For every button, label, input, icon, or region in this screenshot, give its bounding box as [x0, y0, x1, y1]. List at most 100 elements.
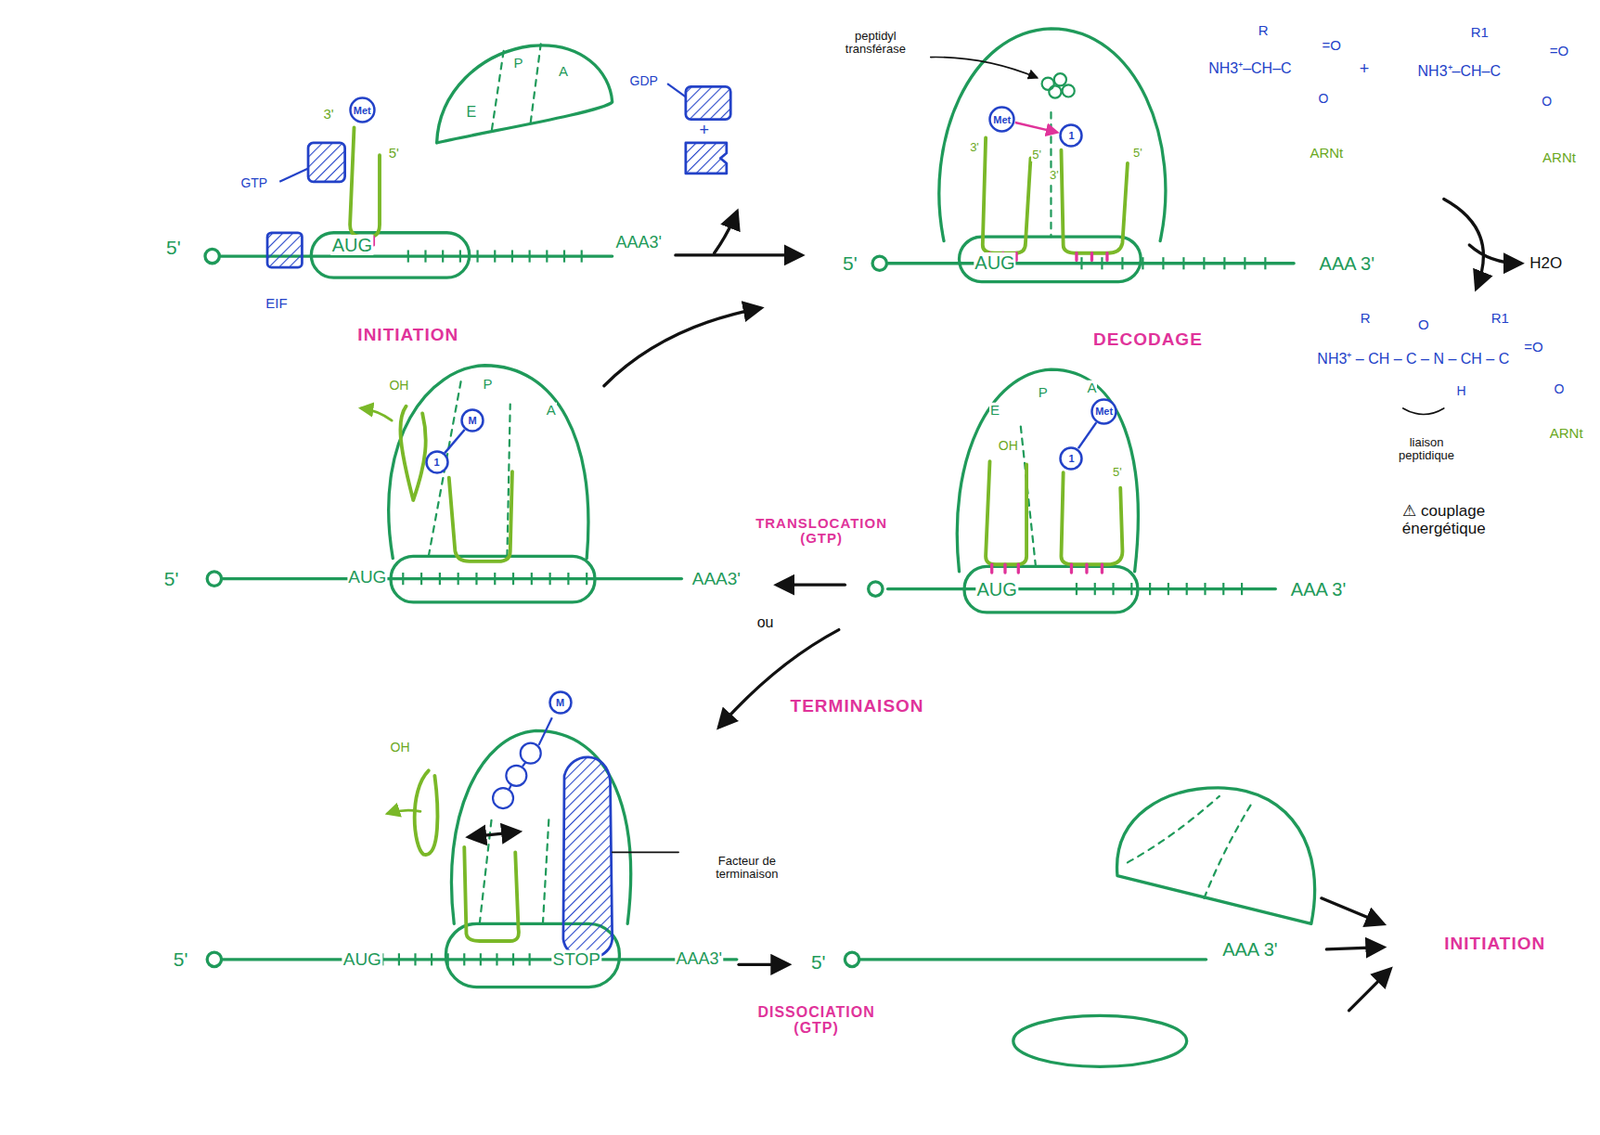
codon-tick	[1148, 582, 1151, 595]
codon-tick	[1080, 257, 1083, 270]
text-label: O	[1317, 91, 1330, 106]
amino-acid-circle: 1	[1058, 123, 1084, 148]
codon-tick	[567, 572, 569, 585]
codon-tick	[512, 953, 515, 966]
text-label: AAA3'	[674, 950, 723, 969]
amino-acid-label: 1	[1058, 452, 1084, 465]
amino-acid-circle: Met	[1090, 398, 1118, 426]
text-label: O	[1540, 94, 1553, 109]
text-label: +	[1358, 60, 1371, 79]
amino-acid-label: M	[548, 696, 573, 709]
codon-tick	[585, 572, 588, 585]
text-label: 3'	[322, 106, 335, 123]
text-label: A	[545, 402, 557, 419]
amino-acid-circle: 1	[425, 450, 450, 475]
codon-tick	[512, 572, 515, 585]
text-label: AUG	[347, 567, 388, 588]
peptide-bond	[1078, 422, 1097, 449]
codon-tick	[463, 953, 465, 966]
codon-tick	[1240, 582, 1243, 595]
text-label: 5'	[841, 252, 859, 274]
amino-acid-label: Met	[1090, 405, 1118, 417]
text-label: R1	[1470, 25, 1490, 41]
text-label: ARNt	[1308, 145, 1344, 162]
codon-tick	[1161, 257, 1164, 270]
text-label: P	[482, 375, 494, 392]
codon-tick	[493, 249, 496, 262]
codon-tick	[401, 572, 404, 585]
codon-tick	[549, 572, 552, 585]
text-label: E	[465, 103, 478, 121]
codon-tick	[493, 572, 496, 585]
text-label: NH3⁺ – CH – C – N – CH – C	[1316, 350, 1510, 368]
text-label: GTP	[239, 176, 269, 191]
text-label: OH	[387, 378, 410, 393]
text-label: AAA 3'	[1290, 579, 1347, 600]
text-label: 5'	[810, 952, 827, 974]
codon-tick	[424, 249, 426, 262]
codon-tick	[413, 953, 416, 966]
codon-tick	[1167, 582, 1170, 595]
amino-acid-circle: M	[460, 408, 485, 433]
text-label: R1	[1490, 310, 1510, 327]
codon-tick	[420, 572, 423, 585]
text-label: R	[1257, 23, 1270, 39]
codon-tick	[476, 249, 478, 262]
text-label: =O	[1321, 38, 1342, 54]
text-label: liaison peptidique	[1383, 436, 1470, 464]
codon-tick	[529, 953, 531, 966]
codon-tick	[407, 249, 410, 262]
amino-acid-label: 1	[1058, 129, 1084, 142]
codon-tick	[1111, 582, 1114, 595]
codon-tick	[563, 249, 566, 262]
text-label: 5'	[1111, 465, 1123, 479]
peptide-bond	[444, 429, 465, 453]
codon-tick	[1203, 582, 1206, 595]
text-label: DISSOCIATION (GTP)	[746, 1004, 888, 1037]
text-label: 5'	[172, 948, 190, 970]
text-label: Facteur de terminaison	[690, 854, 804, 882]
text-label: AUG	[342, 949, 383, 969]
codon-tick	[1121, 257, 1123, 270]
text-label: INITIATION	[1443, 934, 1547, 955]
codon-tick	[1243, 257, 1246, 270]
text-label: O	[1417, 316, 1431, 333]
codon-tick	[441, 249, 444, 262]
text-label: 5'	[387, 145, 400, 162]
codon-tick	[475, 572, 478, 585]
codon-tick	[511, 249, 514, 262]
text-label: 5'	[165, 237, 182, 259]
text-label: AAA 3'	[1318, 253, 1376, 274]
amino-acid-circle: M	[548, 690, 573, 715]
codon-tick	[529, 249, 531, 262]
text-label: ARNt	[1541, 150, 1577, 167]
text-label: ⚠ couplage énergétique	[1373, 503, 1515, 538]
text-label: EIF	[264, 295, 288, 311]
codon-tick	[459, 249, 462, 262]
codon-tick	[1100, 257, 1103, 270]
text-label: 3'	[968, 141, 981, 155]
transfer-arrow	[1015, 122, 1058, 133]
text-label: NH3⁺–CH–C	[1207, 60, 1292, 78]
text-label: AUG	[331, 234, 374, 256]
text-label: A	[1085, 380, 1097, 397]
text-label: TRANSLOCATION (GTP)	[750, 515, 892, 546]
text-label: =O	[1522, 339, 1544, 356]
text-label: GDP	[629, 74, 659, 89]
text-label: AAA 3'	[1221, 939, 1278, 960]
text-label: 5'	[1031, 148, 1043, 162]
codon-tick	[457, 572, 460, 585]
codon-tick	[1186, 582, 1188, 595]
text-label: H	[1455, 385, 1467, 400]
text-label: +	[697, 121, 710, 141]
text-label: A	[557, 64, 569, 80]
text-label: AAA3'	[615, 233, 663, 253]
codon-tick	[580, 249, 583, 262]
amino-acid-label: M	[460, 414, 485, 426]
text-label: ou	[756, 614, 775, 632]
amino-acid-circle: Met	[348, 96, 376, 124]
text-label: OH	[389, 740, 412, 755]
text-label: DECODAGE	[1092, 330, 1204, 350]
